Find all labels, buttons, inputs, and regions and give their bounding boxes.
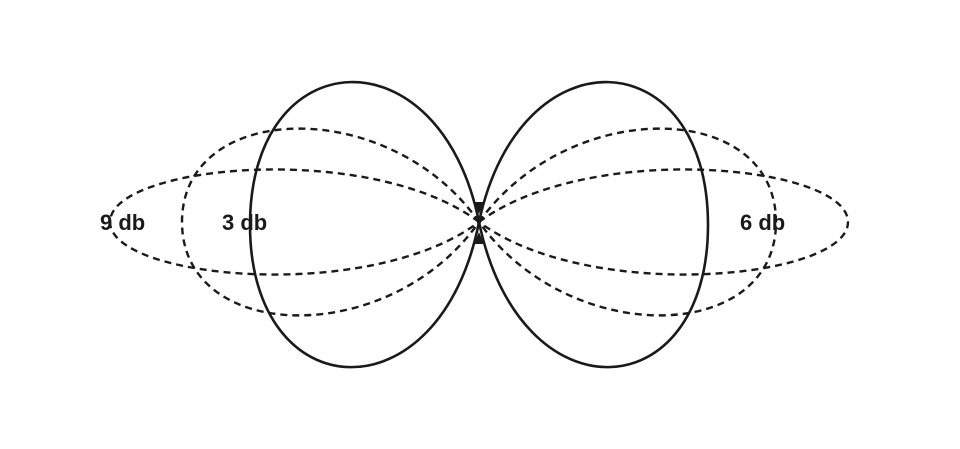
label-3-db: 3 db xyxy=(222,210,267,235)
dashed-long-lobe-left xyxy=(108,168,481,276)
center-arrow-up-icon xyxy=(474,232,484,244)
label-6-db: 6 db xyxy=(740,210,785,235)
center-source xyxy=(474,202,484,244)
dashed-long-lobes xyxy=(108,168,850,276)
solid-lobe-right xyxy=(477,80,710,369)
center-arrow-down-icon xyxy=(474,202,484,214)
label-9-db: 9 db xyxy=(100,210,145,235)
center-point xyxy=(476,219,482,225)
dashed-medium-lobe-right xyxy=(477,127,778,317)
solid-lobe-left xyxy=(248,80,481,369)
solid-lobes xyxy=(248,80,710,369)
dashed-medium-lobe-left xyxy=(180,127,481,317)
dashed-medium-lobes xyxy=(180,127,778,317)
dashed-long-lobe-right xyxy=(476,168,850,276)
